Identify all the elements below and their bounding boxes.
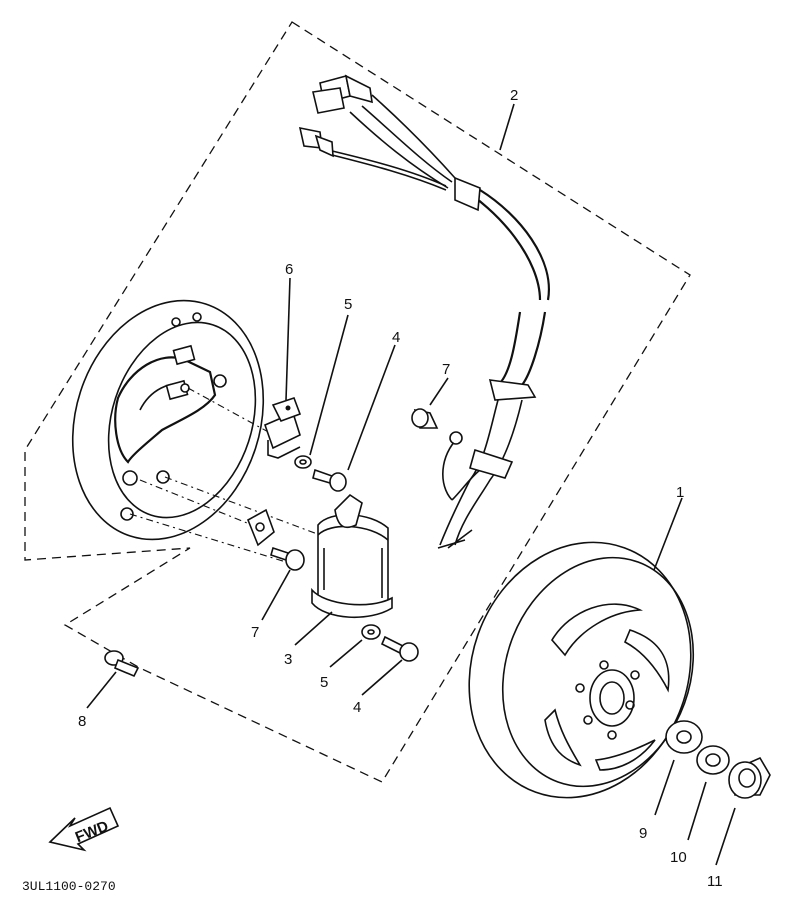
screw-lower-7: [270, 546, 305, 571]
stator-base-plate: [71, 299, 265, 541]
plain-washer: [665, 720, 703, 754]
wire-harness: [298, 74, 550, 549]
fwd-arrow: FWD: [48, 806, 120, 852]
drawing-code: 3UL1100-0270: [22, 879, 116, 894]
callout-2: 2: [510, 87, 518, 104]
callout-4a: 4: [392, 329, 400, 346]
pickup-coil: [263, 396, 302, 459]
lock-washer: [696, 745, 730, 775]
callout-1: 1: [676, 484, 684, 501]
callout-11: 11: [707, 873, 723, 890]
source-coil: [311, 493, 393, 618]
washer-lower: [361, 624, 381, 640]
callout-4b: 4: [353, 699, 361, 716]
rotor-nut: [728, 756, 771, 799]
ground-lead: [442, 431, 463, 501]
callout-8: 8: [78, 713, 86, 730]
callout-5b: 5: [320, 674, 328, 691]
callout-9: 9: [639, 825, 647, 842]
assembly-boundary: [24, 21, 691, 783]
plate-screw: [104, 650, 140, 678]
callout-5a: 5: [344, 296, 352, 313]
washer-upper: [294, 455, 312, 469]
screw-lower: [380, 635, 419, 662]
callout-7a: 7: [442, 361, 450, 378]
callout-7b: 7: [251, 624, 259, 641]
lead-clip: [246, 508, 275, 547]
callout-6: 6: [285, 261, 293, 278]
callout-10: 10: [670, 849, 687, 866]
leader-lines: [86, 103, 736, 866]
screw-upper: [312, 468, 347, 492]
screw-upper-7: [411, 408, 439, 429]
rotor-flywheel: [468, 541, 695, 799]
callout-3: 3: [284, 651, 292, 668]
